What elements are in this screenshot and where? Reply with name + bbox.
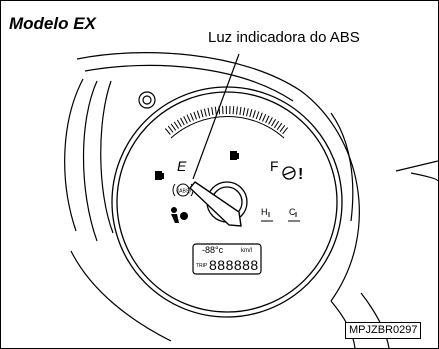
fuel-scale-tick bbox=[180, 117, 185, 126]
temperature-hot-icon: H bbox=[261, 207, 273, 222]
abs-warning-lamp-icon: (ABS) bbox=[172, 183, 194, 197]
odometer-unit: km/l bbox=[241, 248, 252, 254]
fuel-scale-tick bbox=[258, 112, 263, 121]
knob-icon bbox=[138, 91, 156, 109]
fuel-scale-tick bbox=[271, 118, 277, 127]
fuel-scale-tick bbox=[207, 107, 211, 116]
airbag-warning-icon bbox=[171, 207, 188, 223]
abs-lamp-text: (ABS) bbox=[178, 189, 192, 195]
fuel-scale-tick bbox=[183, 116, 188, 124]
low-fuel-warning-symbol: ! bbox=[298, 166, 303, 183]
fuel-scale-tick bbox=[164, 128, 171, 135]
odometer-temp-readout: -88°c bbox=[202, 245, 224, 255]
figure-reference-code: MPJZBR0297 bbox=[345, 322, 422, 339]
fuel-full-mark: F bbox=[270, 158, 279, 174]
fuel-scale-tick bbox=[249, 109, 253, 118]
fuel-scale-tick bbox=[279, 125, 286, 132]
fuel-scale-tick bbox=[173, 121, 180, 129]
fuel-scale-tick bbox=[276, 122, 283, 130]
fuel-scale-tick bbox=[186, 114, 191, 123]
fuel-scale-tick bbox=[200, 109, 204, 118]
fuel-pump-icon-left bbox=[155, 171, 164, 180]
svg-text:H: H bbox=[261, 207, 268, 217]
fuel-scale-tick bbox=[232, 106, 235, 115]
dashboard-housing bbox=[64, 52, 438, 348]
fuel-scale-tick bbox=[242, 107, 246, 116]
abs-callout-label: Luz indicadora do ABS bbox=[208, 29, 360, 46]
low-fuel-warning-icon: ! bbox=[282, 166, 303, 183]
fuel-scale-tick bbox=[262, 113, 267, 122]
odometer-display: -88°c km/l TRIP 888888 bbox=[192, 243, 262, 275]
fuel-scale-tick bbox=[252, 110, 256, 119]
fuel-scale-tick bbox=[189, 113, 194, 121]
fuel-scale-tick bbox=[211, 107, 214, 116]
svg-text:C: C bbox=[289, 207, 296, 217]
fuel-scale-tick bbox=[265, 115, 270, 124]
fuel-scale-tick bbox=[193, 111, 198, 120]
fuel-scale-tick bbox=[255, 111, 260, 120]
fuel-scale-tick bbox=[176, 119, 182, 127]
fuel-scale-tick bbox=[273, 120, 280, 129]
fuel-scale-arc bbox=[170, 116, 285, 139]
variant-title: Modelo EX bbox=[9, 14, 96, 33]
fuel-scale-tick bbox=[239, 106, 242, 115]
fuel-scale-tick bbox=[246, 108, 249, 117]
fuel-scale-tick bbox=[203, 108, 207, 117]
odometer-digits: 888888 bbox=[209, 257, 259, 273]
main-gauge bbox=[111, 86, 343, 318]
fuel-scale-tick bbox=[170, 123, 177, 131]
fuel-scale-tick bbox=[268, 117, 273, 125]
fuel-scale-tick bbox=[214, 106, 217, 115]
fuel-empty-mark: E bbox=[177, 158, 187, 174]
trip-label: TRIP bbox=[196, 263, 208, 269]
fuel-scale-tick bbox=[282, 127, 289, 135]
fuel-scale-tick bbox=[167, 125, 174, 133]
fuel-scale-tick bbox=[196, 110, 201, 119]
callout-leader-line bbox=[192, 53, 240, 180]
fuel-needle bbox=[189, 181, 242, 227]
fuel-gauge-scale bbox=[164, 105, 289, 135]
fuel-scale-tick bbox=[236, 106, 238, 115]
fuel-pump-icon bbox=[230, 151, 239, 160]
temperature-cold-icon: C bbox=[288, 207, 300, 222]
